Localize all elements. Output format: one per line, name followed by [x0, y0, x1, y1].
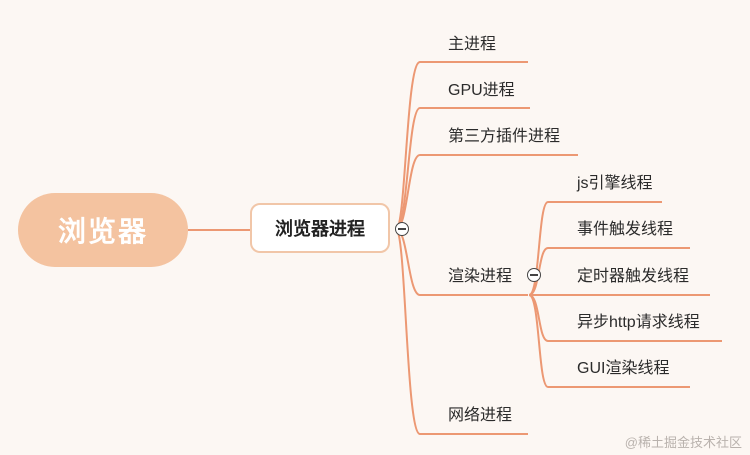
child-async-http-thread[interactable]: 异步http请求线程 [577, 314, 700, 331]
connector-js-engine [528, 201, 549, 296]
child-timer-trigger-thread[interactable]: 定时器触发线程 [577, 268, 690, 285]
branch-plugin-process[interactable]: 第三方插件进程 [448, 128, 561, 145]
branch-main-process[interactable]: 主进程 [448, 36, 497, 53]
collapse-render-icon[interactable] [527, 268, 541, 282]
child-gui-render-thread[interactable]: GUI渲染线程 [577, 360, 670, 377]
child-event-trigger-thread[interactable]: 事件触发线程 [577, 221, 674, 238]
branch-gpu-process[interactable]: GPU进程 [448, 82, 515, 99]
root-node[interactable]: 浏览器 [18, 193, 188, 267]
connector-gui-thread [528, 294, 549, 388]
branch-network-process[interactable]: 网络进程 [448, 407, 513, 424]
child-js-engine-thread[interactable]: js引擎线程 [577, 175, 653, 192]
main-node[interactable]: 浏览器进程 [250, 203, 390, 253]
connector-main-process [395, 61, 421, 230]
collapse-main-icon[interactable] [395, 222, 409, 236]
watermark: @稀土掘金技术社区 [624, 435, 742, 450]
connector-network-process [395, 228, 421, 435]
branch-render-process[interactable]: 渲染进程 [448, 268, 513, 285]
